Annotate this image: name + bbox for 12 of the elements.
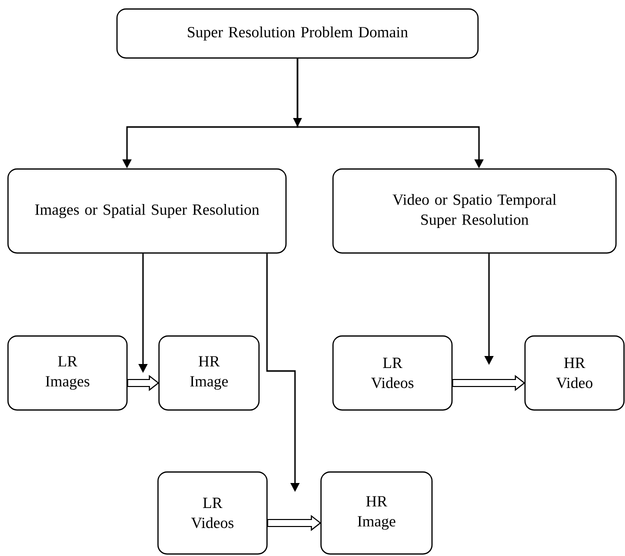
arrow bbox=[452, 374, 526, 392]
process-box: LR Videos bbox=[332, 335, 453, 411]
process-box: HR Image bbox=[158, 335, 260, 411]
process-box: LR Videos bbox=[157, 471, 268, 555]
process-box: Images or Spatial Super Resolution bbox=[7, 168, 287, 254]
process-box: HR Image bbox=[320, 471, 433, 555]
process-box: LR Images bbox=[7, 335, 128, 411]
process-box: Super Resolution Problem Domain bbox=[116, 8, 479, 59]
arrow bbox=[267, 514, 322, 532]
arrow bbox=[127, 374, 160, 392]
process-box: Video or Spatio Temporal Super Resolution bbox=[332, 168, 617, 254]
process-box: HR Video bbox=[524, 335, 625, 411]
